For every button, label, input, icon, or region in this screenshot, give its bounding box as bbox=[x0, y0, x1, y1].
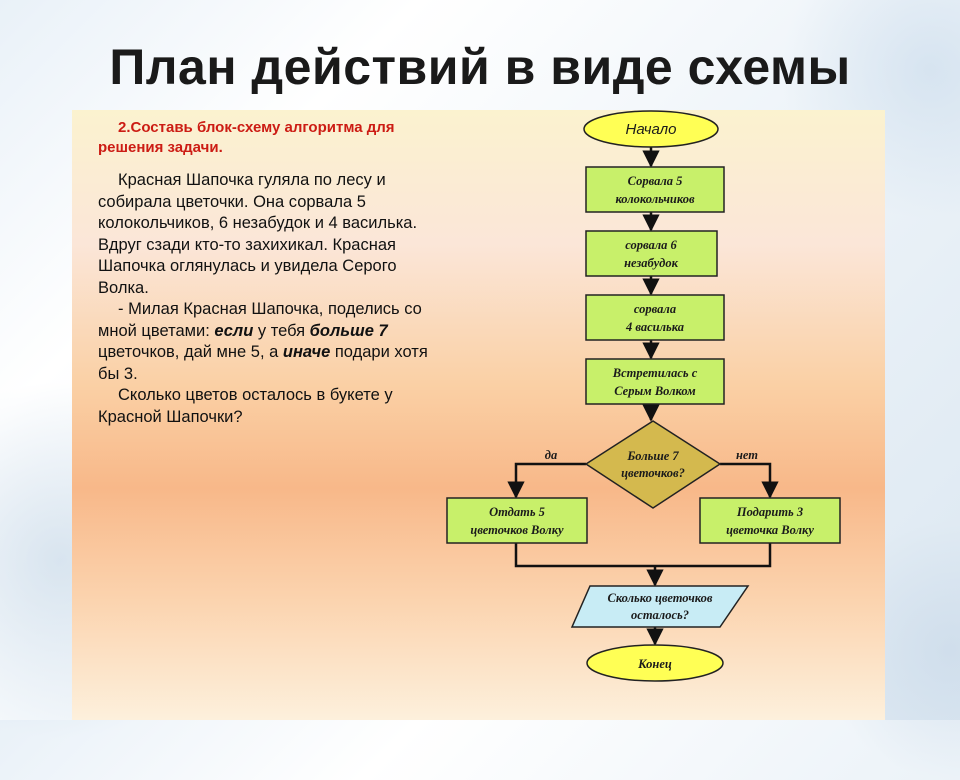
step1-line2: колокольчиков bbox=[615, 192, 695, 206]
para2-start: - Милая Красная Шапочка, поделись со мно… bbox=[98, 300, 422, 340]
decision-line1: Больше 7 bbox=[626, 449, 679, 463]
para2-else: иначе bbox=[282, 343, 331, 361]
yes-branch-label: да bbox=[545, 448, 557, 462]
step4-line2: Серым Волком bbox=[614, 384, 696, 398]
yes-action-box: Отдать 5 цветочков Волку bbox=[446, 497, 588, 544]
process-step-2: сорвала 6 незабудок bbox=[585, 230, 718, 277]
end-terminator: Конец bbox=[586, 644, 724, 682]
step1-line1: Сорвала 5 bbox=[628, 174, 683, 188]
output-line1: Сколько цветочков bbox=[607, 591, 712, 605]
task-paragraph-1: Красная Шапочка гуляла по лесу и собирал… bbox=[98, 171, 418, 297]
process-step-3: сорвала 4 василька bbox=[585, 294, 725, 341]
yes-action-line1: Отдать 5 bbox=[489, 505, 545, 519]
decision-line2: цветочков? bbox=[621, 466, 685, 480]
decision-diamond: Больше 7 цветочков? bbox=[584, 420, 722, 509]
no-action-line1: Подарить 3 bbox=[736, 505, 803, 519]
yes-action-line2: цветочков Волку bbox=[470, 523, 564, 537]
para2-mid2: цветочков, дай мне 5, а bbox=[98, 343, 283, 361]
step4-line1: Встретилась с bbox=[612, 366, 698, 380]
step3-line2: 4 василька bbox=[625, 320, 684, 334]
process-step-1: Сорвала 5 колокольчиков bbox=[585, 166, 725, 213]
process-step-4: Встретилась с Серым Волком bbox=[585, 358, 725, 405]
flowchart: Начало Сорвала 5 колокольчиков сорвала 6… bbox=[446, 110, 841, 682]
start-label: Начало bbox=[626, 121, 677, 138]
output-line2: осталось? bbox=[631, 608, 689, 622]
para2-end: подари хотя бы 3. bbox=[98, 343, 428, 383]
task-text: 2.Составь блок-схему алгоритма для решен… bbox=[98, 118, 448, 428]
para2-more: больше 7 bbox=[309, 321, 388, 340]
output-parallelogram: Сколько цветочков осталось? bbox=[570, 585, 750, 628]
start-terminator: Начало bbox=[583, 110, 719, 148]
no-action-box: Подарить 3 цветочка Волку bbox=[699, 497, 841, 544]
task-paragraph-3: Сколько цветов осталось в букете у Красн… bbox=[98, 386, 393, 426]
no-action-line2: цветочка Волку bbox=[726, 523, 814, 537]
task-paragraph-2: - Милая Красная Шапочка, поделись со мно… bbox=[98, 299, 448, 385]
flow-connectors bbox=[507, 146, 779, 646]
end-label: Конец bbox=[637, 657, 672, 671]
para2-if: если bbox=[214, 321, 254, 340]
step3-line1: сорвала bbox=[634, 302, 676, 316]
no-branch-label: нет bbox=[736, 448, 758, 462]
step2-line2: незабудок bbox=[624, 256, 678, 270]
para2-mid1: у тебя bbox=[253, 321, 310, 340]
content-panel bbox=[72, 110, 885, 720]
task-heading: 2.Составь блок-схему алгоритма для решен… bbox=[98, 119, 395, 156]
step2-line1: сорвала 6 bbox=[625, 238, 677, 252]
slide-title: План действий в виде схемы bbox=[109, 39, 851, 95]
